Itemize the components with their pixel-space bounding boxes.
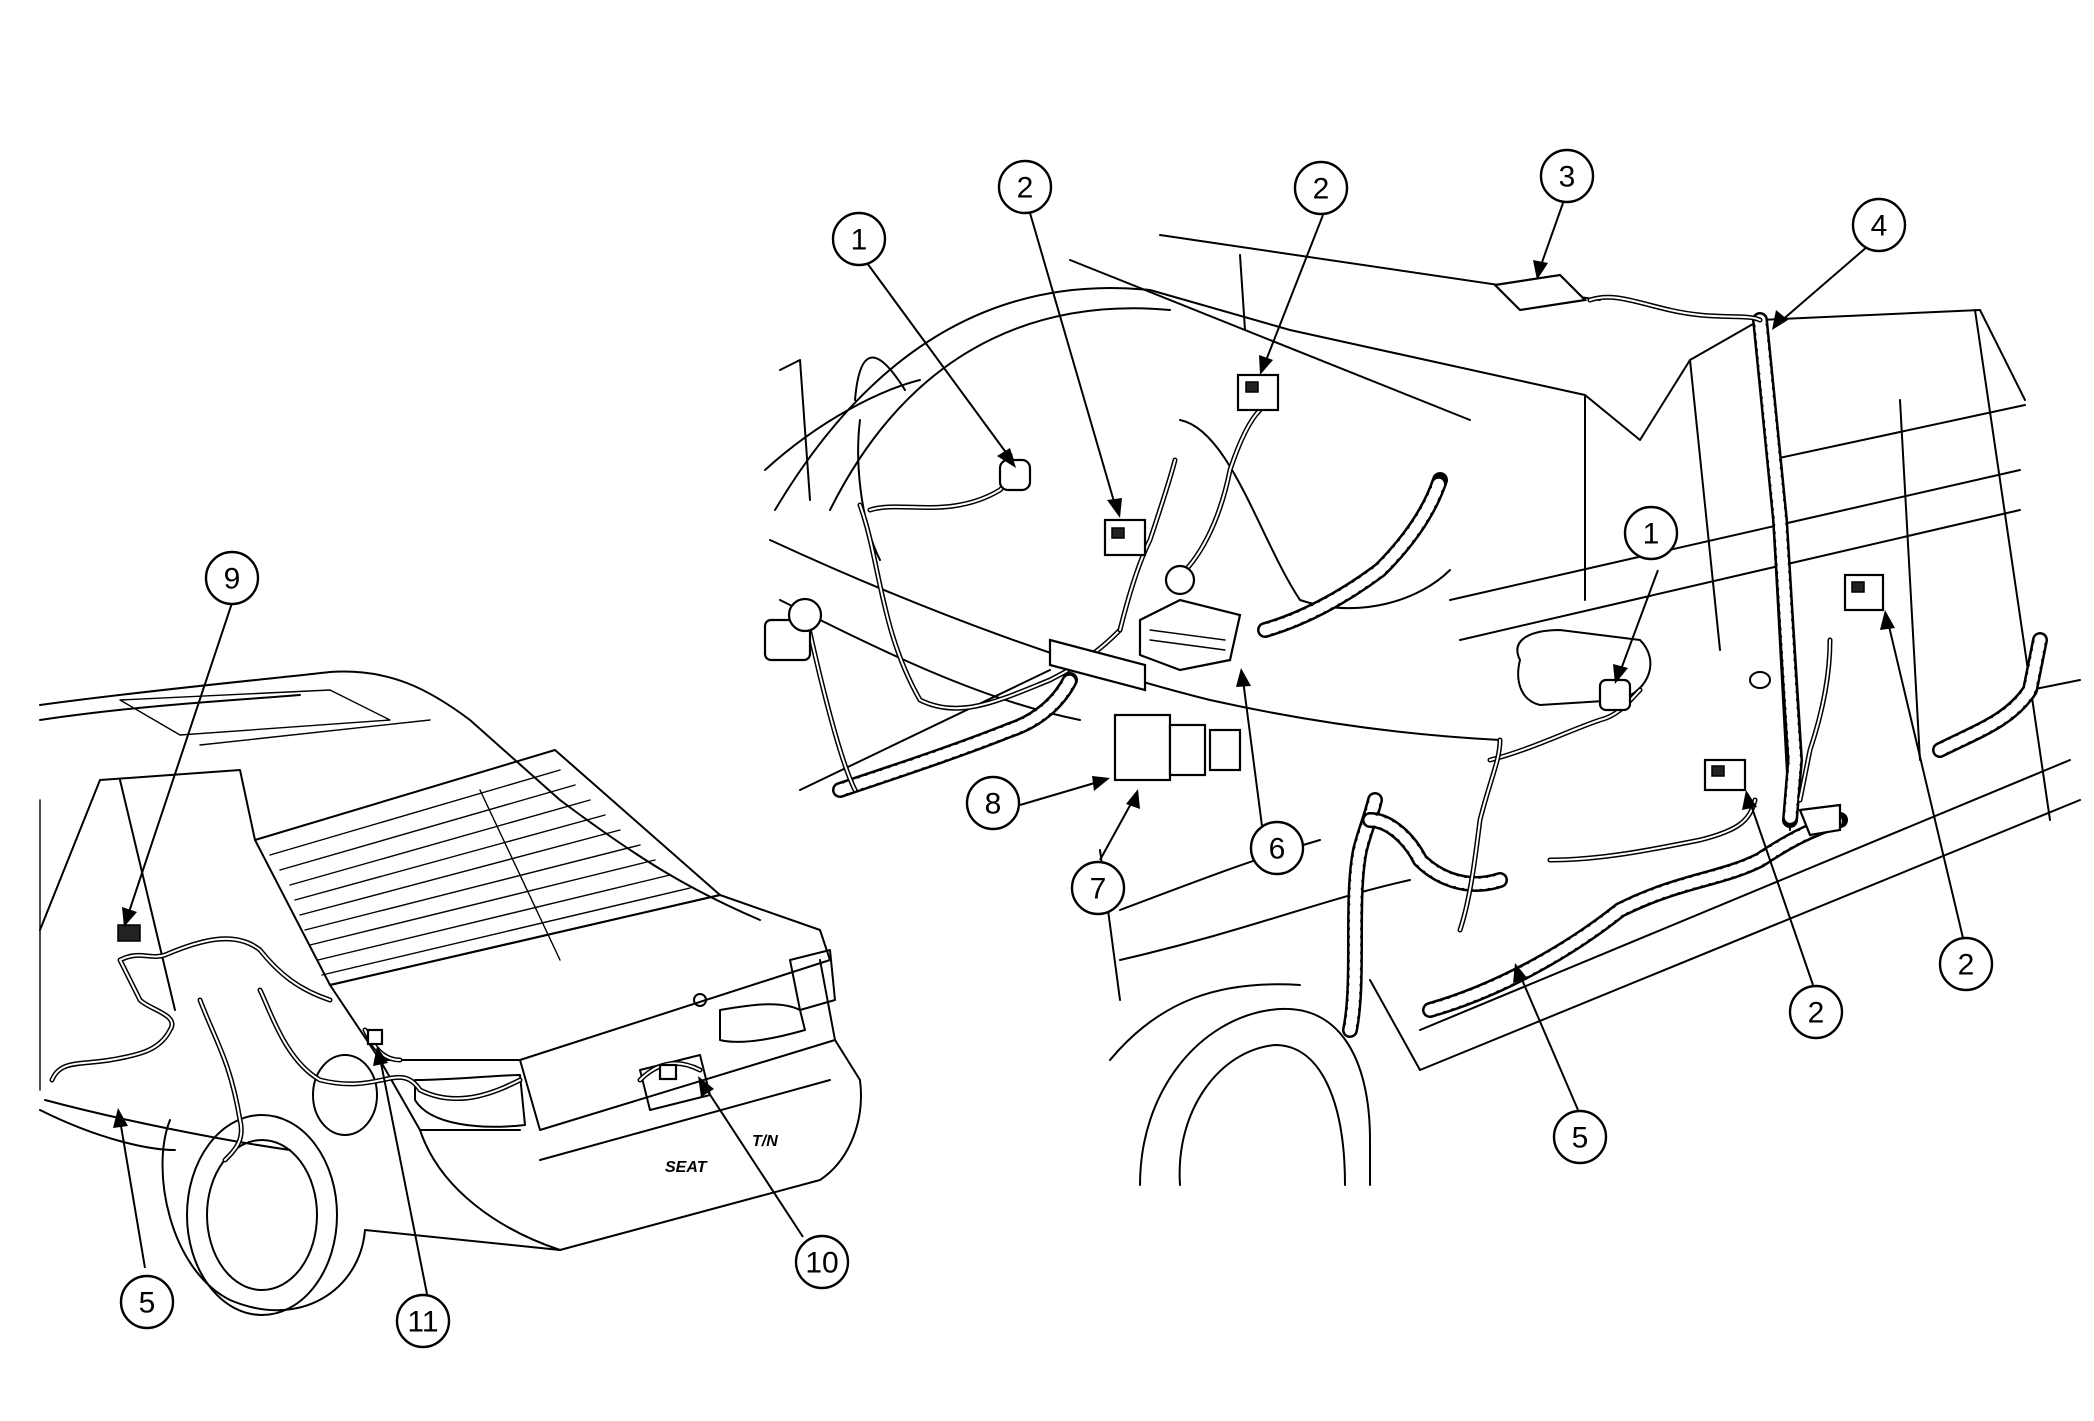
callout-label: 5 bbox=[139, 1287, 156, 1320]
callout-label: 2 bbox=[1017, 172, 1034, 205]
pillar-speaker-connector bbox=[117, 924, 141, 942]
callout-label: 4 bbox=[1871, 210, 1888, 243]
callout-7: 7 bbox=[1070, 860, 1126, 916]
callout-label: 5 bbox=[1572, 1122, 1589, 1155]
left-door-connector bbox=[1103, 518, 1147, 557]
front-wiring-harness bbox=[832, 312, 2048, 1038]
callout-10: 10 bbox=[794, 1234, 850, 1290]
callout-label: 10 bbox=[805, 1247, 838, 1280]
callout-label: 11 bbox=[407, 1306, 438, 1339]
callout-4: 4 bbox=[1851, 197, 1907, 253]
callout-label: 2 bbox=[1808, 997, 1825, 1030]
callout-8: 8 bbox=[965, 775, 1021, 831]
callout-leaders bbox=[113, 202, 1964, 1295]
rear-car-view: SEAT T/N bbox=[39, 670, 862, 1316]
callout-label: 6 bbox=[1269, 833, 1286, 866]
callout-2-door: 2 bbox=[1788, 984, 1844, 1040]
rear-window-defroster-lines bbox=[269, 769, 691, 976]
overhead-sensor bbox=[1492, 273, 1588, 312]
callout-label: 7 bbox=[1090, 873, 1107, 906]
callout-2-pillar: 2 bbox=[1938, 936, 1994, 992]
callout-label: 8 bbox=[985, 788, 1002, 821]
callout-label: 2 bbox=[1313, 173, 1330, 206]
callout-11: 11 bbox=[395, 1293, 451, 1349]
callouts: 1 1 2 2 2 2 3 4 bbox=[113, 148, 1994, 1349]
callout-5-front: 5 bbox=[1552, 1109, 1608, 1165]
callout-1-left: 1 bbox=[831, 211, 887, 267]
relay-box bbox=[1113, 713, 1172, 782]
right-door-connector bbox=[1703, 758, 1747, 792]
callout-label: 2 bbox=[1958, 949, 1975, 982]
center-top-connector bbox=[1236, 373, 1280, 412]
callout-label: 1 bbox=[1643, 518, 1660, 551]
left-switch-module bbox=[998, 458, 1032, 492]
callout-9: 9 bbox=[204, 550, 260, 606]
rear-brand-badge: SEAT bbox=[665, 1159, 708, 1176]
callout-label: 3 bbox=[1559, 161, 1576, 194]
callout-3: 3 bbox=[1539, 148, 1595, 204]
rear-model-badge: T/N bbox=[752, 1133, 778, 1150]
front-components bbox=[763, 273, 1885, 837]
right-switch-module bbox=[1598, 678, 1632, 712]
callout-1-right: 1 bbox=[1623, 505, 1679, 561]
callout-2-center: 2 bbox=[1293, 160, 1349, 216]
callout-2-left: 2 bbox=[997, 159, 1053, 215]
callout-6: 6 bbox=[1249, 820, 1305, 876]
callout-label: 9 bbox=[224, 563, 241, 596]
callout-5-rear: 5 bbox=[119, 1274, 175, 1330]
callout-label: 1 bbox=[851, 224, 868, 257]
